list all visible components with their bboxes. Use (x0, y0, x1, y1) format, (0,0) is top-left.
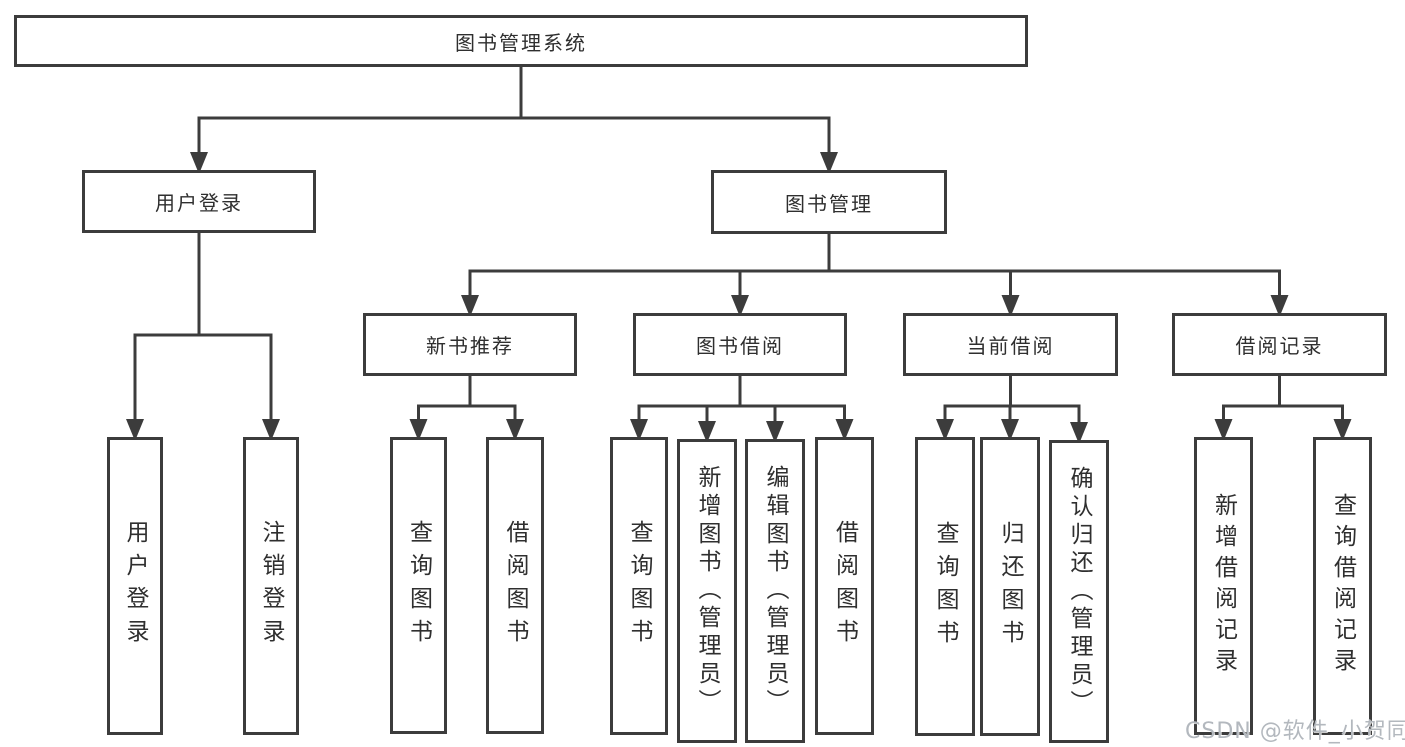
node-label: 图书管理 (785, 191, 873, 216)
node-root: 图书管理系统 (14, 15, 1028, 67)
watermark: CSDN @软件_小贺同学 (1185, 719, 1405, 744)
node-label: 借阅图书 (831, 520, 858, 652)
arrowhead-icon (190, 152, 208, 174)
node-new-book-rec: 新书推荐 (363, 313, 577, 376)
arrowhead-icon (936, 419, 954, 441)
node-leaf-bor-add-book: 新增图书（管理员） (677, 439, 737, 743)
node-user-login: 用户登录 (82, 170, 316, 233)
node-book-mgmt: 图书管理 (711, 170, 947, 234)
arrowhead-icon (1333, 419, 1352, 441)
node-leaf-log-add-record: 新增借阅记录 (1194, 437, 1253, 735)
node-label: 图书借阅 (696, 334, 784, 358)
node-label: 查询借阅记录 (1329, 493, 1356, 679)
node-label: 归还图书 (997, 520, 1023, 653)
node-leaf-rec-query-book: 查询图书 (390, 437, 447, 734)
node-label: 当前借阅 (966, 334, 1055, 358)
arrowhead-icon (409, 419, 428, 441)
node-leaf-bor-borrow-book: 借阅图书 (815, 437, 874, 735)
node-leaf-log-query-record: 查询借阅记录 (1313, 437, 1372, 735)
node-label: 用户登录 (122, 520, 148, 652)
node-label: 用户登录 (155, 191, 243, 215)
arrowhead-icon (126, 419, 144, 441)
node-label: 新增借阅记录 (1210, 493, 1237, 679)
node-leaf-cur-query-book: 查询图书 (915, 437, 975, 736)
node-leaf-cur-confirm-return: 确认归还（管理员） (1049, 440, 1109, 743)
node-label: 新增图书（管理员） (694, 465, 720, 717)
node-leaf-cur-return-book: 归还图书 (980, 437, 1040, 736)
node-label: 新书推荐 (426, 334, 514, 358)
node-label: 查询图书 (405, 519, 432, 652)
node-current-borrow: 当前借阅 (903, 313, 1118, 376)
node-leaf-rec-borrow-book: 借阅图书 (486, 437, 544, 734)
arrowhead-icon (820, 152, 838, 174)
node-label: 查询图书 (626, 520, 652, 652)
node-book-borrow: 图书借阅 (633, 313, 847, 376)
node-leaf-logout: 注销登录 (243, 437, 299, 735)
arrowhead-icon (698, 421, 716, 443)
arrowhead-icon (835, 419, 854, 441)
arrowhead-icon (1001, 419, 1019, 441)
node-leaf-bor-query-book: 查询图书 (610, 437, 668, 735)
arrowhead-icon (1070, 422, 1088, 444)
arrowhead-icon (506, 419, 524, 441)
arrowhead-icon (766, 421, 784, 443)
arrowhead-icon (1270, 295, 1289, 317)
node-label: 编辑图书（管理员） (762, 465, 788, 717)
arrowhead-icon (1001, 295, 1020, 317)
node-label: 图书管理系统 (455, 30, 587, 55)
node-label: 确认归还（管理员） (1066, 465, 1092, 718)
arrowhead-icon (630, 419, 648, 441)
arrowhead-icon (461, 295, 479, 317)
node-leaf-user-login: 用户登录 (107, 437, 163, 735)
arrowhead-icon (731, 295, 749, 317)
node-label: 查询图书 (932, 520, 958, 653)
node-label: 借阅记录 (1235, 334, 1324, 358)
node-label: 注销登录 (258, 520, 284, 652)
node-borrow-record: 借阅记录 (1172, 313, 1387, 376)
node-label: 借阅图书 (502, 519, 528, 652)
node-leaf-bor-edit-book: 编辑图书（管理员） (745, 439, 805, 743)
arrowhead-icon (1214, 419, 1233, 441)
arrowhead-icon (262, 419, 280, 441)
